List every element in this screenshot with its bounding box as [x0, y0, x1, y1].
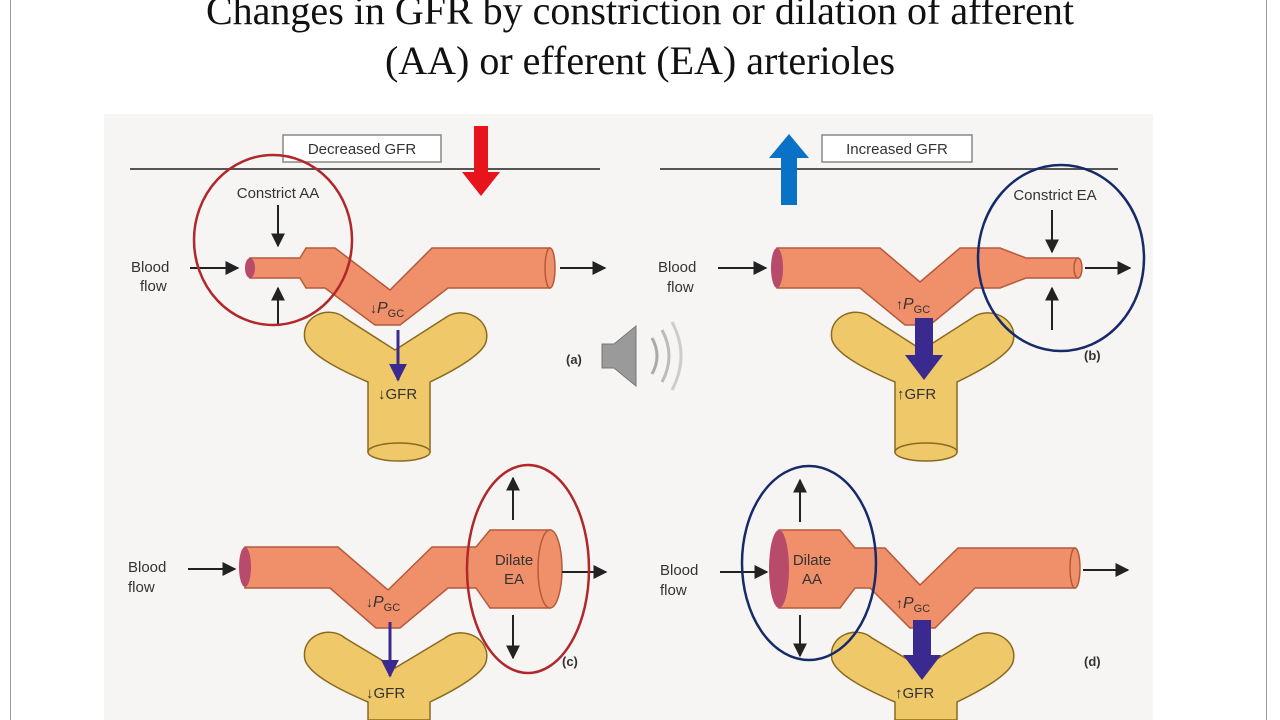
title-line-1: Changes in GFR by constriction or dilati…: [206, 0, 1074, 33]
label-blood-b: Blood: [658, 259, 696, 276]
figure-background: [104, 114, 1153, 720]
tag-d: (d): [1084, 654, 1101, 669]
label-flow-a: flow: [140, 278, 167, 295]
label-flow-d: flow: [660, 582, 687, 599]
label-pgc-a: ↓PGC: [370, 300, 404, 320]
panel-c: Dilate EA Blood flow ↓PGC ↓GFR (c): [128, 463, 608, 720]
label-flow-c: flow: [128, 579, 155, 596]
tubule-b: [830, 311, 1015, 453]
label-gfr-d: ↑GFR: [895, 685, 934, 702]
blue-up-arrow-icon: [769, 134, 809, 205]
panel-b: Constrict EA Blood flow ↑PGC ↑GFR (b): [658, 163, 1146, 462]
label-gfr-c: ↓GFR: [366, 685, 405, 702]
label-constrict-aa: Constrict AA: [237, 185, 320, 202]
decreased-gfr-label: Decreased GFR: [282, 134, 442, 163]
vessel-b: [776, 247, 1079, 326]
tag-a: (a): [566, 352, 582, 367]
label-flow-b: flow: [667, 279, 694, 296]
vessel-c: [244, 529, 551, 629]
label-aa-d: AA: [802, 571, 822, 588]
label-blood-a: Blood: [131, 259, 169, 276]
vessel-a: [249, 247, 551, 326]
label-ea-c: EA: [504, 571, 524, 588]
tag-c: (c): [562, 654, 578, 669]
speaker-icon[interactable]: [601, 321, 683, 391]
vessel-d: [778, 529, 1076, 629]
label-blood-c: Blood: [128, 559, 166, 576]
slide-title: Changes in GFR by constriction or dilati…: [0, 0, 1280, 86]
slide-frame: [10, 0, 1267, 720]
label-pgc-c: ↓PGC: [366, 594, 400, 614]
label-pgc-b: ↑PGC: [896, 296, 930, 316]
label-blood-d: Blood: [660, 562, 698, 579]
label-dilate-d: Dilate: [793, 552, 831, 569]
circle-dilate-aa: [740, 464, 878, 662]
circle-constrict-ea: [976, 163, 1146, 353]
circle-constrict-aa: [192, 153, 354, 327]
increased-gfr-text: Increased GFR: [846, 141, 948, 158]
label-pgc-d: ↑PGC: [896, 595, 930, 615]
circle-dilate-ea: [465, 463, 591, 675]
label-gfr-a: ↓GFR: [378, 386, 417, 403]
tubule-a: [303, 311, 488, 453]
title-line-2: (AA) or efferent (EA) arterioles: [384, 38, 896, 83]
panel-d: Dilate AA Blood flow ↑PGC ↑GFR (d): [660, 464, 1130, 720]
label-constrict-ea: Constrict EA: [1013, 187, 1096, 204]
gfr-big-arrow-d: [903, 620, 941, 680]
red-down-arrow-icon: [462, 126, 500, 196]
tag-b: (b): [1084, 348, 1101, 363]
increased-gfr-label: Increased GFR: [821, 134, 973, 163]
label-dilate-c: Dilate: [495, 552, 533, 569]
gfr-big-arrow-b: [905, 318, 943, 380]
decreased-gfr-text: Decreased GFR: [308, 141, 417, 158]
label-gfr-b: ↑GFR: [897, 386, 936, 403]
panel-a: Constrict AA Blood flow ↓PGC ↓GFR (a): [131, 153, 607, 462]
